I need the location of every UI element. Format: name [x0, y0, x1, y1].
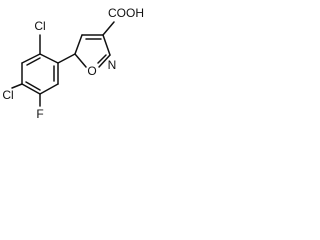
double-bond-benzene-1 — [26, 57, 41, 66]
atom-label-nitrogen-ring: N — [108, 58, 117, 72]
atom-label-cl-top: Cl — [34, 19, 45, 33]
atom-label-oxygen-ring: O — [87, 64, 96, 78]
bond-to-isoxazole — [57, 53, 76, 64]
bond-isoxazole-3 — [102, 34, 111, 56]
atom-label-fluorine: F — [36, 107, 43, 121]
structure-canvas: Cl Cl F O N COOH — [0, 0, 152, 125]
bond-isoxazole-4 — [98, 54, 111, 68]
double-bond-benzene-3 — [25, 81, 41, 91]
bond-benzene-1 — [39, 53, 59, 64]
atom-label-carboxylic-acid: COOH — [108, 6, 144, 20]
chemical-structure: Cl Cl F O N COOH — [2, 6, 144, 121]
bond-isoxazole-1 — [74, 34, 83, 55]
double-bond-isoxazole-2 — [97, 54, 107, 64]
bond-benzene-6 — [21, 53, 41, 64]
bond-benzene-3 — [39, 83, 59, 95]
bond-carboxyl — [102, 21, 115, 36]
bond-isoxazole-5 — [74, 53, 87, 68]
bond-benzene-4 — [21, 83, 41, 95]
bond-cl-left — [11, 83, 23, 89]
atom-label-cl-left: Cl — [2, 88, 13, 102]
